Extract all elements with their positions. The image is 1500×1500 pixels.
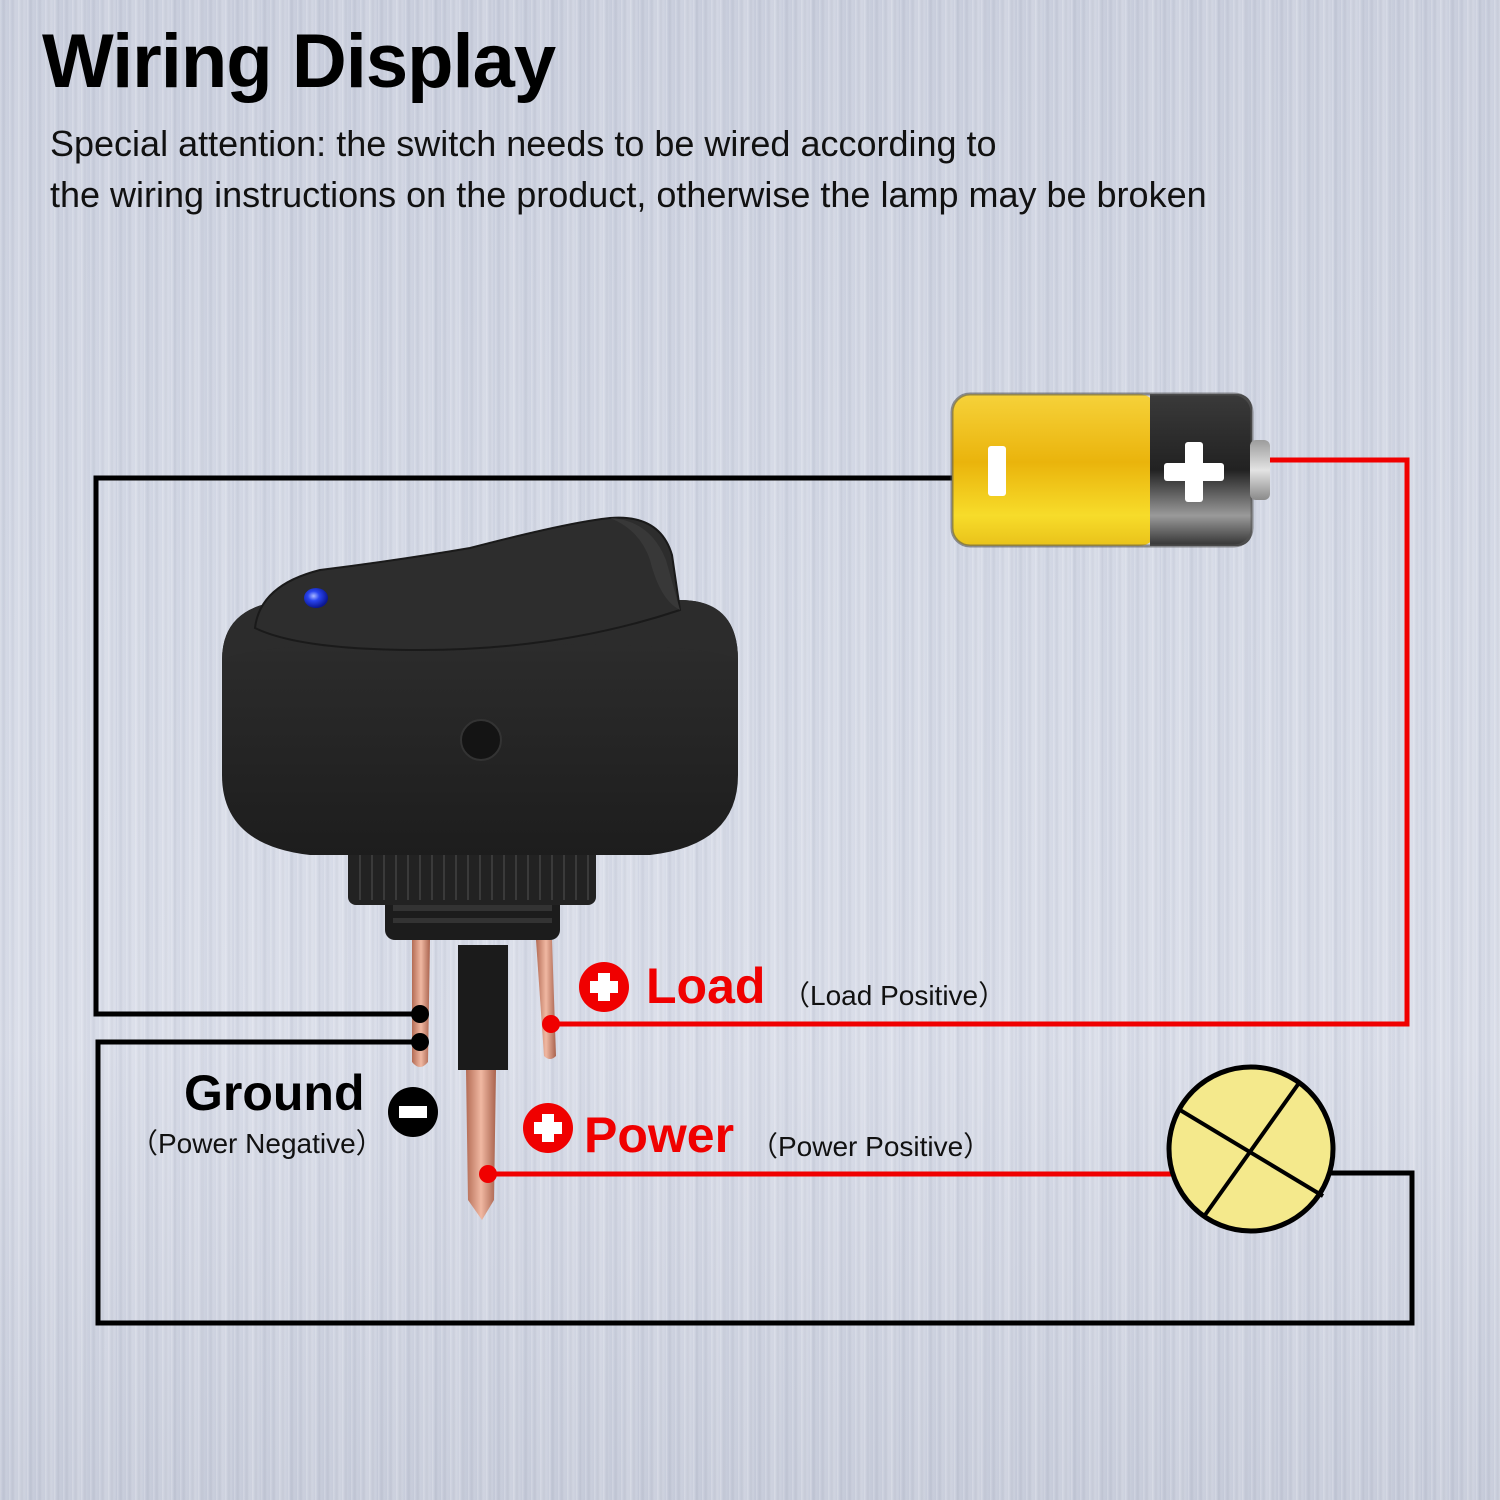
power-plus-icon — [523, 1103, 573, 1153]
warning-note-line-2: the wiring instructions on the product, … — [50, 174, 1207, 215]
battery-icon — [950, 392, 1270, 548]
page-title: Wiring Display — [42, 19, 556, 104]
ground-connection-dot-1 — [411, 1005, 429, 1023]
negative-wire-battery-to-switch — [93, 475, 955, 1017]
led-indicator — [304, 588, 328, 608]
negative-wire-switch-to-lamp — [95, 1039, 1415, 1326]
switch-screw-hole — [460, 719, 502, 761]
power-connection-dot — [479, 1165, 497, 1183]
battery-negative-symbol — [988, 446, 1006, 496]
power-pin — [466, 1070, 496, 1220]
load-pin — [536, 940, 556, 1059]
ground-connection-dot-2 — [411, 1033, 429, 1051]
connection-dots — [411, 1005, 560, 1183]
load-terminal-sublabel: （Load Positive） — [782, 980, 1007, 1011]
power-terminal-sublabel: （Power Positive） — [750, 1131, 992, 1162]
warning-note: Special attention: the switch needs to b… — [50, 118, 1207, 220]
rocker-switch-image — [222, 516, 738, 1220]
warning-note-line-1: Special attention: the switch needs to b… — [50, 123, 997, 164]
center-pin-sleeve — [458, 945, 508, 1070]
ground-terminal-sublabel: （Power Negative） — [130, 1128, 384, 1159]
load-connection-dot — [542, 1015, 560, 1033]
power-terminal-label: Power — [584, 1107, 735, 1163]
battery-positive-symbol — [1164, 442, 1224, 502]
ground-terminal-label: Ground — [184, 1065, 365, 1121]
positive-wire-battery-to-load — [551, 457, 1410, 1027]
lamp-icon — [1166, 1064, 1336, 1234]
load-plus-icon — [579, 962, 629, 1012]
ground-minus-icon — [388, 1087, 438, 1137]
load-terminal-label: Load — [646, 958, 766, 1014]
